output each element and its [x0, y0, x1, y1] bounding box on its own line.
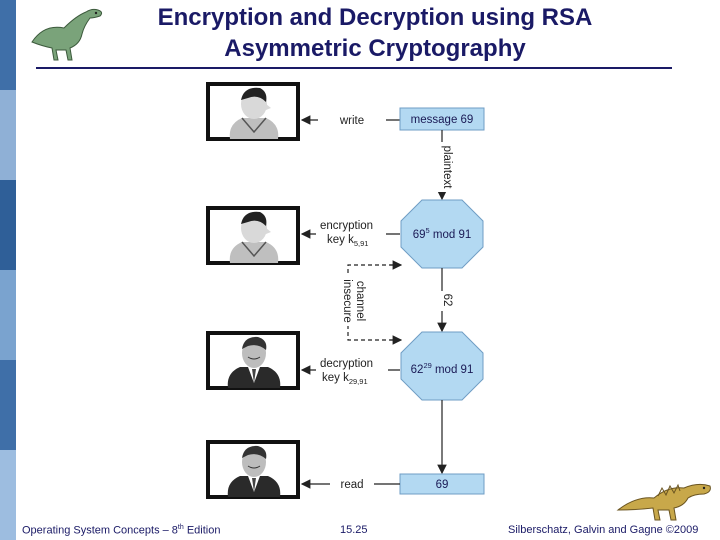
sidebar-band [0, 180, 16, 270]
dec-exponent: 29 [423, 361, 431, 370]
slide-title-line: Asymmetric Cryptography [224, 35, 526, 62]
receiver-portrait [206, 331, 300, 390]
sidebar-band [0, 450, 16, 540]
key-prefix: key k [327, 234, 354, 246]
sidebar-band [0, 270, 16, 360]
footer-page-number: 15.25 [340, 524, 368, 536]
decryption-operation: 6229 mod 91 [411, 361, 474, 376]
sender-portrait [206, 206, 300, 265]
enc-key-subscript: 5,91 [354, 239, 369, 248]
label-backdrop [318, 111, 386, 129]
footer-copyright: Silberschatz, Galvin and Gagne ©2009 [508, 524, 699, 536]
decryption-key-label: key k29,91 [322, 372, 368, 386]
receiver-portrait [206, 440, 300, 499]
enc-rest: mod 91 [430, 229, 472, 241]
write-label: write [339, 115, 364, 127]
ciphertext-value: 62 [441, 294, 453, 307]
footer-edition: Operating System Concepts – 8th Edition [22, 524, 220, 537]
plaintext-label: plaintext [441, 146, 453, 190]
encryption-operation: 695 mod 91 [413, 226, 472, 241]
label-backdrop [338, 276, 370, 326]
label-backdrop [436, 142, 450, 192]
decryption-octagon [400, 331, 484, 401]
label-backdrop [316, 356, 388, 386]
dec-base: 62 [411, 364, 424, 376]
dinosaur-logo-icon [31, 8, 103, 61]
enc-base: 69 [413, 229, 426, 241]
label-backdrop [436, 291, 450, 311]
label-backdrop [330, 476, 374, 492]
sidebar-band [0, 0, 16, 90]
encryption-label: encryption [320, 220, 373, 232]
insecure-label: insecure [341, 279, 353, 322]
result-box-text: 69 [436, 479, 449, 491]
read-label: read [340, 479, 363, 491]
sidebar-band [0, 90, 16, 180]
slide-title: Encryption and Decryption using RSA Asym… [100, 2, 650, 64]
footer-edition-suffix: Edition [183, 524, 221, 537]
encryption-key-label: key k5,91 [327, 234, 368, 248]
key-prefix: key k [322, 372, 349, 384]
sidebar-band [0, 360, 16, 450]
dec-rest: mod 91 [432, 364, 474, 376]
sender-portrait [206, 82, 300, 141]
enc-exponent: 5 [426, 226, 430, 235]
dec-key-subscript: 29,91 [349, 377, 368, 386]
slide-title-line: Encryption and Decryption using RSA [157, 4, 593, 31]
channel-label: channel [354, 281, 366, 321]
footer-edition-prefix: Operating System Concepts – 8 [22, 524, 178, 537]
decryption-label: decryption [320, 358, 373, 370]
title-underline [36, 67, 672, 69]
sidebar-decoration [0, 0, 16, 540]
footer-edition-sup: th [177, 524, 184, 531]
dinosaur-logo-icon [616, 483, 711, 521]
label-backdrop [316, 218, 386, 248]
message-box-text: message 69 [411, 114, 474, 126]
encryption-octagon [400, 199, 484, 269]
